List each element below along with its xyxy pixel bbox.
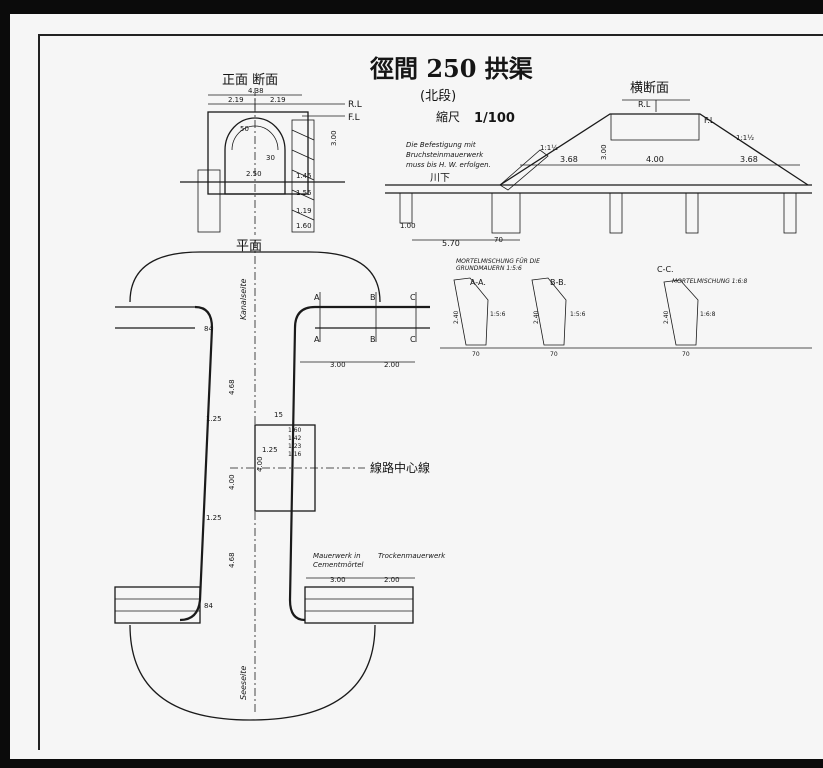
mauer-label-2: Trockenmauerwerk [378,552,446,560]
front-dim-side-1: 1.45 [296,172,312,180]
mauer-label-1-line-1: Mauerwerk in [313,552,361,560]
front-dim-width: 4.38 [248,87,264,95]
front-dim-half-left: 2.19 [228,96,244,104]
plan-wall-dim-4: 1.16 [288,451,302,458]
front-dim-50: 50 [240,125,249,133]
mortar-ab-label-2: GRUNDMAUERN 1:5:6 [456,265,522,272]
arch-opening [224,117,286,195]
plan-dim-w5: 84 [204,602,213,610]
plan-dim-w6: 4.00 [256,456,264,472]
cross-dim-bottom: 5.70 [442,239,460,248]
plan-wall-dim-1: 1.60 [288,427,302,434]
plan-bottom-dim-1: 3.00 [330,576,346,584]
plan-dim-d2: 2.00 [384,361,400,369]
section-aa-ratio: 1:5:6 [490,311,506,318]
cross-dim-left: 3.68 [560,155,578,164]
front-dim-side-2: 1.55 [296,189,312,197]
plan-dim-len2: 4.00 [228,474,236,490]
sea-side-label: Seeseite [239,666,248,700]
plan-dim-w2: 1.25 [206,514,222,522]
front-dim-side-4: 1.60 [296,222,312,230]
river-label: 川下 [430,173,450,184]
mortar-cc-label: MORTELMISCHUNG 1:6:8 [672,278,747,285]
front-dim-side-3: 1.19 [296,207,312,215]
plan-dim-w8: 15 [274,411,283,419]
plan-dim-w4: 84 [204,325,213,333]
front-dim-half-right: 2.19 [270,96,286,104]
plan-wall-dim-3: 1.23 [288,443,302,450]
cross-dim-height: 3.00 [600,144,608,160]
plan-title: 平面 [236,239,262,254]
mauer-label-1-line-2: Cementmörtel [313,561,364,569]
section-bb-height: 2.40 [533,310,540,324]
drawing-subtitle: (北段) [420,89,456,104]
section-mark-a-top: A [314,293,320,302]
plan-dim-len1: 4.68 [228,379,236,395]
section-mark-c-bottom: C [410,335,416,344]
front-section-drawing [180,88,345,235]
front-section-title: 正面 断面 [222,73,278,88]
section-mark-c-top: C [410,293,416,302]
mortar-ab-label-1: MORTELMISCHUNG FÜR DIE [456,258,540,265]
note-line-3: muss bis H. W. erfolgen. [406,161,491,169]
note-line-2: Bruchsteinmauerwerk [406,151,484,159]
section-mark-b-top: B [370,293,376,302]
plan-wall-dim-2: 1.42 [288,435,302,442]
mortar-sections [440,277,812,349]
section-cc-width: 70 [682,351,690,358]
section-aa-width: 70 [472,351,480,358]
cross-dim-center: 4.00 [646,155,664,164]
drawing-sheet [10,14,823,759]
sheet-border [38,34,823,750]
front-fl-label: F.L [348,113,360,123]
section-cc-ratio: 1:6:8 [700,311,716,318]
cross-dim-slope-right: 1:1½ [736,134,754,142]
front-dim-height: 3.00 [330,130,338,146]
section-bb-width: 70 [550,351,558,358]
section-cc-label: C-C. [657,265,674,274]
cross-section-title: 横断面 [630,81,669,96]
section-bb-ratio: 1:5:6 [570,311,586,318]
section-aa-label: A-A. [470,278,486,287]
cross-dim-base: 70 [494,236,503,244]
plan-bottom-dim-2: 2.00 [384,576,400,584]
drawing-title: 徑間 250 拱渠 [369,54,533,83]
section-mark-b-bottom: B [370,335,376,344]
cross-dim-pile: 1.00 [400,222,416,230]
canal-side-label: Kanalseite [239,278,248,320]
plan-dim-d1: 3.00 [330,361,346,369]
section-mark-a-bottom: A [314,335,320,344]
section-bb-label: B-B. [550,278,566,287]
cross-dim-right: 3.68 [740,155,758,164]
plan-dim-w7: 1.25 [262,446,278,454]
front-dim-span: 2.50 [246,170,262,178]
scale-value: 1/100 [474,111,515,126]
cross-rl-label: R.L [638,100,651,109]
plan-drawing [114,240,430,721]
cross-dim-slope: 1:1½ [540,144,558,152]
section-cc-height: 2.40 [663,310,670,324]
center-line-label: 線路中心線 [370,460,430,475]
scale-label: 縮尺 [436,109,460,124]
cross-section-drawing [385,99,812,241]
plan-dim-w1: 1.25 [206,415,222,423]
front-rl-label: R.L [348,100,362,110]
plan-dim-len3: 4.68 [228,552,236,568]
cross-fl-label: F.L [704,116,715,125]
front-dim-30: 30 [266,154,275,162]
section-aa-height: 2.40 [453,310,460,324]
note-line-1: Die Befestigung mit [406,141,476,149]
